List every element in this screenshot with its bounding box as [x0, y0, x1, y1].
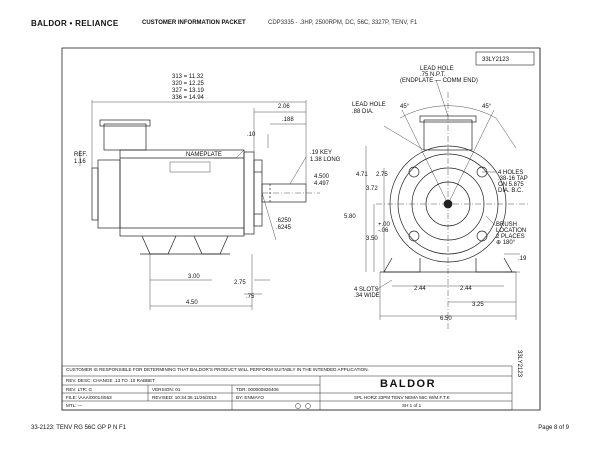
drawing-border — [61, 47, 541, 411]
c-face-flange — [243, 151, 255, 235]
drawing-number: 33LY2123 — [482, 57, 510, 63]
tdr: TDR: 000000826406 — [236, 387, 279, 392]
lead-hole-top-2: .75 N.P.T. — [420, 72, 446, 78]
drawing-number-box — [475, 51, 535, 66]
version: VERSION: 01 — [152, 387, 181, 392]
dim-overall-3: 327 = 13.19 — [172, 88, 205, 94]
shaft-6245: .6245 — [276, 225, 292, 231]
front-foot-right — [475, 257, 513, 273]
dim-tol-plus: +.00 — [378, 222, 391, 228]
front-dimension-lines — [365, 79, 530, 330]
nameplate-label: NAMEPLATE — [186, 152, 222, 158]
dim-3-72: 3.72 — [366, 186, 378, 192]
dim-1-88: .188 — [282, 117, 294, 123]
sheet-number: SH 1 of 1 — [402, 403, 422, 408]
front-conduit-box — [423, 119, 473, 151]
dim-overall-1: 313 = 11.32 — [172, 74, 204, 80]
dim-2-44-right: 2.44 — [460, 286, 472, 292]
slots-1: 4 SLOTS — [354, 287, 379, 293]
dim-4-50: 4.50 — [186, 300, 198, 306]
file: FILE: \AAA\00014\553 — [66, 395, 112, 400]
ref-label: REF. — [74, 152, 87, 158]
holes-2: .38-16 TAP — [498, 176, 528, 182]
lead-hole-left-1: LEAD HOLE — [352, 102, 386, 108]
title-block-grid — [61, 365, 513, 411]
dim-19: .19 — [518, 256, 527, 262]
brush-2: LOCATION — [496, 228, 526, 234]
motor-body — [119, 149, 245, 237]
holes-3: ON 5.875 — [498, 182, 524, 188]
lead-hole-top-1: LEAD HOLE — [420, 66, 454, 72]
part-description: SPL HORZ 33PM TENV NEMA 56C W/M.F.T.K — [354, 395, 450, 400]
shaft-6250: .6250 — [276, 218, 292, 224]
disclaimer: CUSTOMER IS RESPONSIBLE FOR DETERMINING … — [66, 367, 369, 372]
dim-3-00: 3.00 — [188, 274, 200, 280]
holes-4: DIA. B.C. — [498, 188, 523, 194]
dim-75: .75 — [246, 294, 255, 300]
shaft-dia-max: 4.500 — [314, 174, 330, 180]
dim-2-75-front: 2.75 — [376, 172, 388, 178]
baldor-logo: BALDOR • RELIANCE — [31, 19, 119, 28]
rev-ltr: REV. LTR: G — [66, 387, 93, 392]
brush-3: 2 PLACES — [496, 234, 525, 240]
product-description: CDP3335 - .3HP, 2500RPM, DC, 56C, 3327P,… — [268, 20, 418, 26]
dim-overall-4: 336 = 14.94 — [172, 95, 205, 101]
dim-tol-minus: -.06 — [378, 228, 389, 234]
mtl: MTL: — — [66, 403, 83, 408]
brush-1: BRUSH — [496, 222, 517, 228]
company-logo: BALDOR — [380, 378, 437, 390]
packet-title: CUSTOMER INFORMATION PACKET — [142, 20, 246, 26]
ref-value: 1.16 — [74, 159, 86, 165]
rear-cap — [97, 159, 121, 229]
page-header: BALDOR • RELIANCE CUSTOMER INFORMATION P… — [0, 0, 600, 40]
key-label-1: .19 KEY — [310, 150, 332, 156]
key-label-2: 1.38 LONG — [310, 157, 341, 163]
footer-doc-id: 33-2123: TENV RG 56C GP P N F1 — [31, 425, 127, 431]
slots-2: .34 WIDE — [354, 293, 380, 299]
dim-2-06: 2.06 — [278, 104, 290, 110]
foot-left — [141, 235, 177, 255]
shaft-dia-min: 4.497 — [314, 181, 330, 187]
conduit-box — [103, 123, 147, 151]
side-view — [91, 119, 320, 255]
revised: REVISED: 10:34:35 11/26/2013 — [152, 395, 217, 400]
brush-4: ⊕ 180° — [496, 240, 516, 246]
dim-6-50: 6.50 — [440, 316, 452, 322]
dim-3-50: 3.50 — [366, 236, 378, 242]
rev-desc: REV. DESC: CHANGE .13 TO .10 RABBET — [66, 378, 156, 383]
dim-5-80: 5.80 — [344, 214, 356, 220]
holes-1: 4 HOLES — [498, 170, 523, 176]
by: BY: ENMAYO — [236, 395, 264, 400]
angle-right: 45° — [482, 104, 492, 110]
foot-right — [193, 235, 229, 255]
front-foot-left — [383, 257, 421, 273]
footer-page-number: Page 8 of 9 — [538, 425, 569, 431]
dim-3-25: 3.25 — [472, 302, 484, 308]
dim-4-71: 4.71 — [356, 172, 368, 178]
dim-2-75-bottom: 2.75 — [234, 280, 246, 286]
lead-hole-left-2: .88 DIA. — [352, 109, 374, 115]
lead-hole-top-3: (ENDPLATE — COMM END) — [400, 78, 478, 84]
dim-10: .10 — [247, 132, 256, 138]
angle-left: 45° — [400, 104, 410, 110]
side-drawing-number: 33LY2123 — [516, 350, 522, 378]
dim-2-44-left: 2.44 — [414, 286, 426, 292]
side-dimension-lines — [79, 100, 307, 310]
dim-overall-2: 320 = 12.25 — [172, 81, 205, 87]
